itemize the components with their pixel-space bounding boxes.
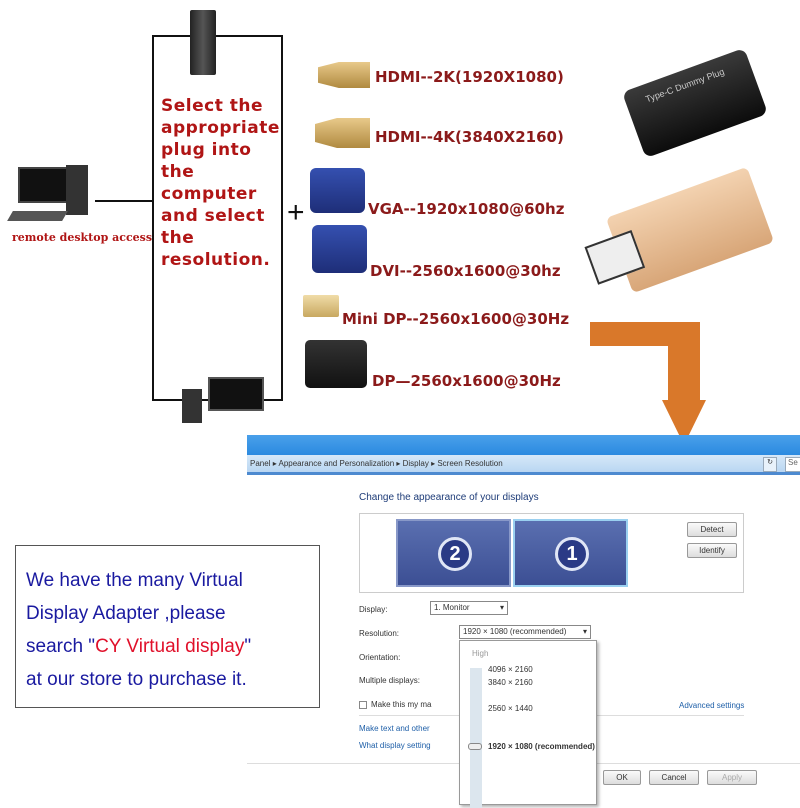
ok-button[interactable]: OK (603, 770, 641, 785)
monitor-2[interactable]: 2 (396, 519, 511, 587)
text-size-link[interactable]: Make text and other (359, 724, 430, 733)
main-display-checkbox[interactable] (359, 701, 367, 709)
desktop-computer-icon (7, 165, 95, 225)
apply-button[interactable]: Apply (707, 770, 757, 785)
instruction-line: computer (161, 184, 257, 204)
dp-dummy-plug-image (584, 166, 775, 294)
high-label: High (472, 649, 489, 658)
instruction-line: and select (161, 206, 265, 226)
breadcrumb-item[interactable]: Screen Resolution (437, 459, 503, 468)
monitor-number: 1 (555, 537, 589, 571)
display-arrangement: 2 1 (359, 513, 744, 593)
resolution-option[interactable]: 4096 × 2160 (488, 665, 533, 674)
pc-tower-icon (190, 10, 216, 75)
advanced-settings-link[interactable]: Advanced settings (679, 701, 745, 710)
plug-label: VGA--1920x1080@60hz (368, 200, 565, 218)
monitor-number: 2 (438, 537, 472, 571)
promo-line: We have the many Virtual (26, 570, 243, 591)
diagram-line (281, 35, 283, 401)
instruction-line: plug into (161, 140, 252, 160)
resolution-slider-thumb[interactable] (468, 743, 482, 750)
breadcrumb-item[interactable]: Display (402, 459, 429, 468)
breadcrumb-item[interactable]: Panel (250, 459, 271, 468)
instruction-line: appropriate (161, 118, 280, 138)
plug-label: HDMI--4K(3840X2160) (375, 128, 564, 146)
resolution-dropdown: High 4096 × 2160 3840 × 2160 2560 × 1440… (459, 640, 597, 808)
instruction-line: Select the (161, 96, 264, 116)
instruction-line: the (161, 162, 195, 182)
title-bar (247, 435, 800, 455)
typec-product-text: Type-C Dummy Plug (644, 66, 726, 105)
resolution-option[interactable]: 2560 × 1440 (488, 704, 533, 713)
resolution-label: Resolution: (359, 629, 400, 638)
instruction-text: Select the appropriate plug into the com… (161, 95, 280, 271)
store-search-term: CY Virtual display (95, 636, 245, 657)
plus-sign: + (287, 196, 305, 229)
orientation-label: Orientation: (359, 653, 401, 662)
multiple-displays-label: Multiple displays: (359, 676, 420, 685)
display-label: Display: (359, 605, 388, 614)
instruction-line: resolution. (161, 250, 271, 270)
dp-plug-icon (305, 340, 367, 388)
promo-text: search " (26, 636, 96, 657)
resolution-option[interactable]: 3840 × 2160 (488, 678, 533, 687)
promo-box: We have the many Virtual Display Adapter… (15, 545, 320, 708)
monitor-1[interactable]: 1 (513, 519, 628, 587)
hdmi-plug-icon (315, 118, 370, 148)
bottom-computer-icon (180, 375, 265, 423)
search-input[interactable]: Se (785, 457, 800, 472)
plug-label: Mini DP--2560x1600@30Hz (342, 310, 570, 328)
instruction-line: the (161, 228, 195, 248)
dvi-plug-icon (312, 225, 367, 273)
cancel-button[interactable]: Cancel (649, 770, 699, 785)
typec-dummy-plug-image: Type-C Dummy Plug (621, 47, 769, 159)
chevron-down-icon: ▾ (499, 603, 504, 612)
promo-line: search "CY Virtual display" (26, 630, 319, 663)
page-heading: Change the appearance of your displays (359, 492, 539, 503)
main-display-label: Make this my ma (371, 700, 432, 709)
screen-resolution-window: Panel ▸ Appearance and Personalization ▸… (247, 435, 800, 808)
display-value: 1. Monitor (434, 603, 470, 612)
resolution-value: 1920 × 1080 (recommended) (463, 627, 567, 636)
vga-plug-icon (310, 168, 365, 213)
display-settings-link[interactable]: What display setting (359, 741, 431, 750)
plug-label: DVI--2560x1600@30hz (370, 262, 561, 280)
refresh-button[interactable]: ↻ (763, 457, 777, 472)
diagram-line (95, 200, 153, 202)
promo-line: Display Adapter ,please (26, 603, 226, 624)
mini-dp-plug-icon (303, 295, 339, 317)
breadcrumb-item[interactable]: Appearance and Personalization (278, 459, 395, 468)
detect-button[interactable]: Detect (687, 522, 737, 537)
orange-arrow-shaft (668, 322, 700, 402)
promo-text: " (244, 636, 252, 657)
resolution-slider-track[interactable] (470, 668, 482, 808)
identify-button[interactable]: Identify (687, 543, 737, 558)
chevron-down-icon: ▾ (582, 627, 587, 636)
resolution-option-selected[interactable]: 1920 × 1080 (recommended) (488, 742, 595, 751)
remote-desktop-label: remote desktop access (12, 231, 153, 244)
hdmi-plug-icon (318, 62, 370, 88)
plug-label: HDMI--2K(1920X1080) (375, 68, 564, 86)
promo-line: at our store to purchase it. (26, 669, 247, 690)
diagram-line (152, 35, 154, 401)
diagram-line (152, 35, 282, 37)
display-select[interactable]: 1. Monitor ▾ (430, 601, 508, 615)
address-bar: Panel ▸ Appearance and Personalization ▸… (247, 455, 800, 475)
plug-label: DP—2560x1600@30Hz (372, 372, 561, 390)
resolution-select[interactable]: 1920 × 1080 (recommended) ▾ (459, 625, 591, 639)
